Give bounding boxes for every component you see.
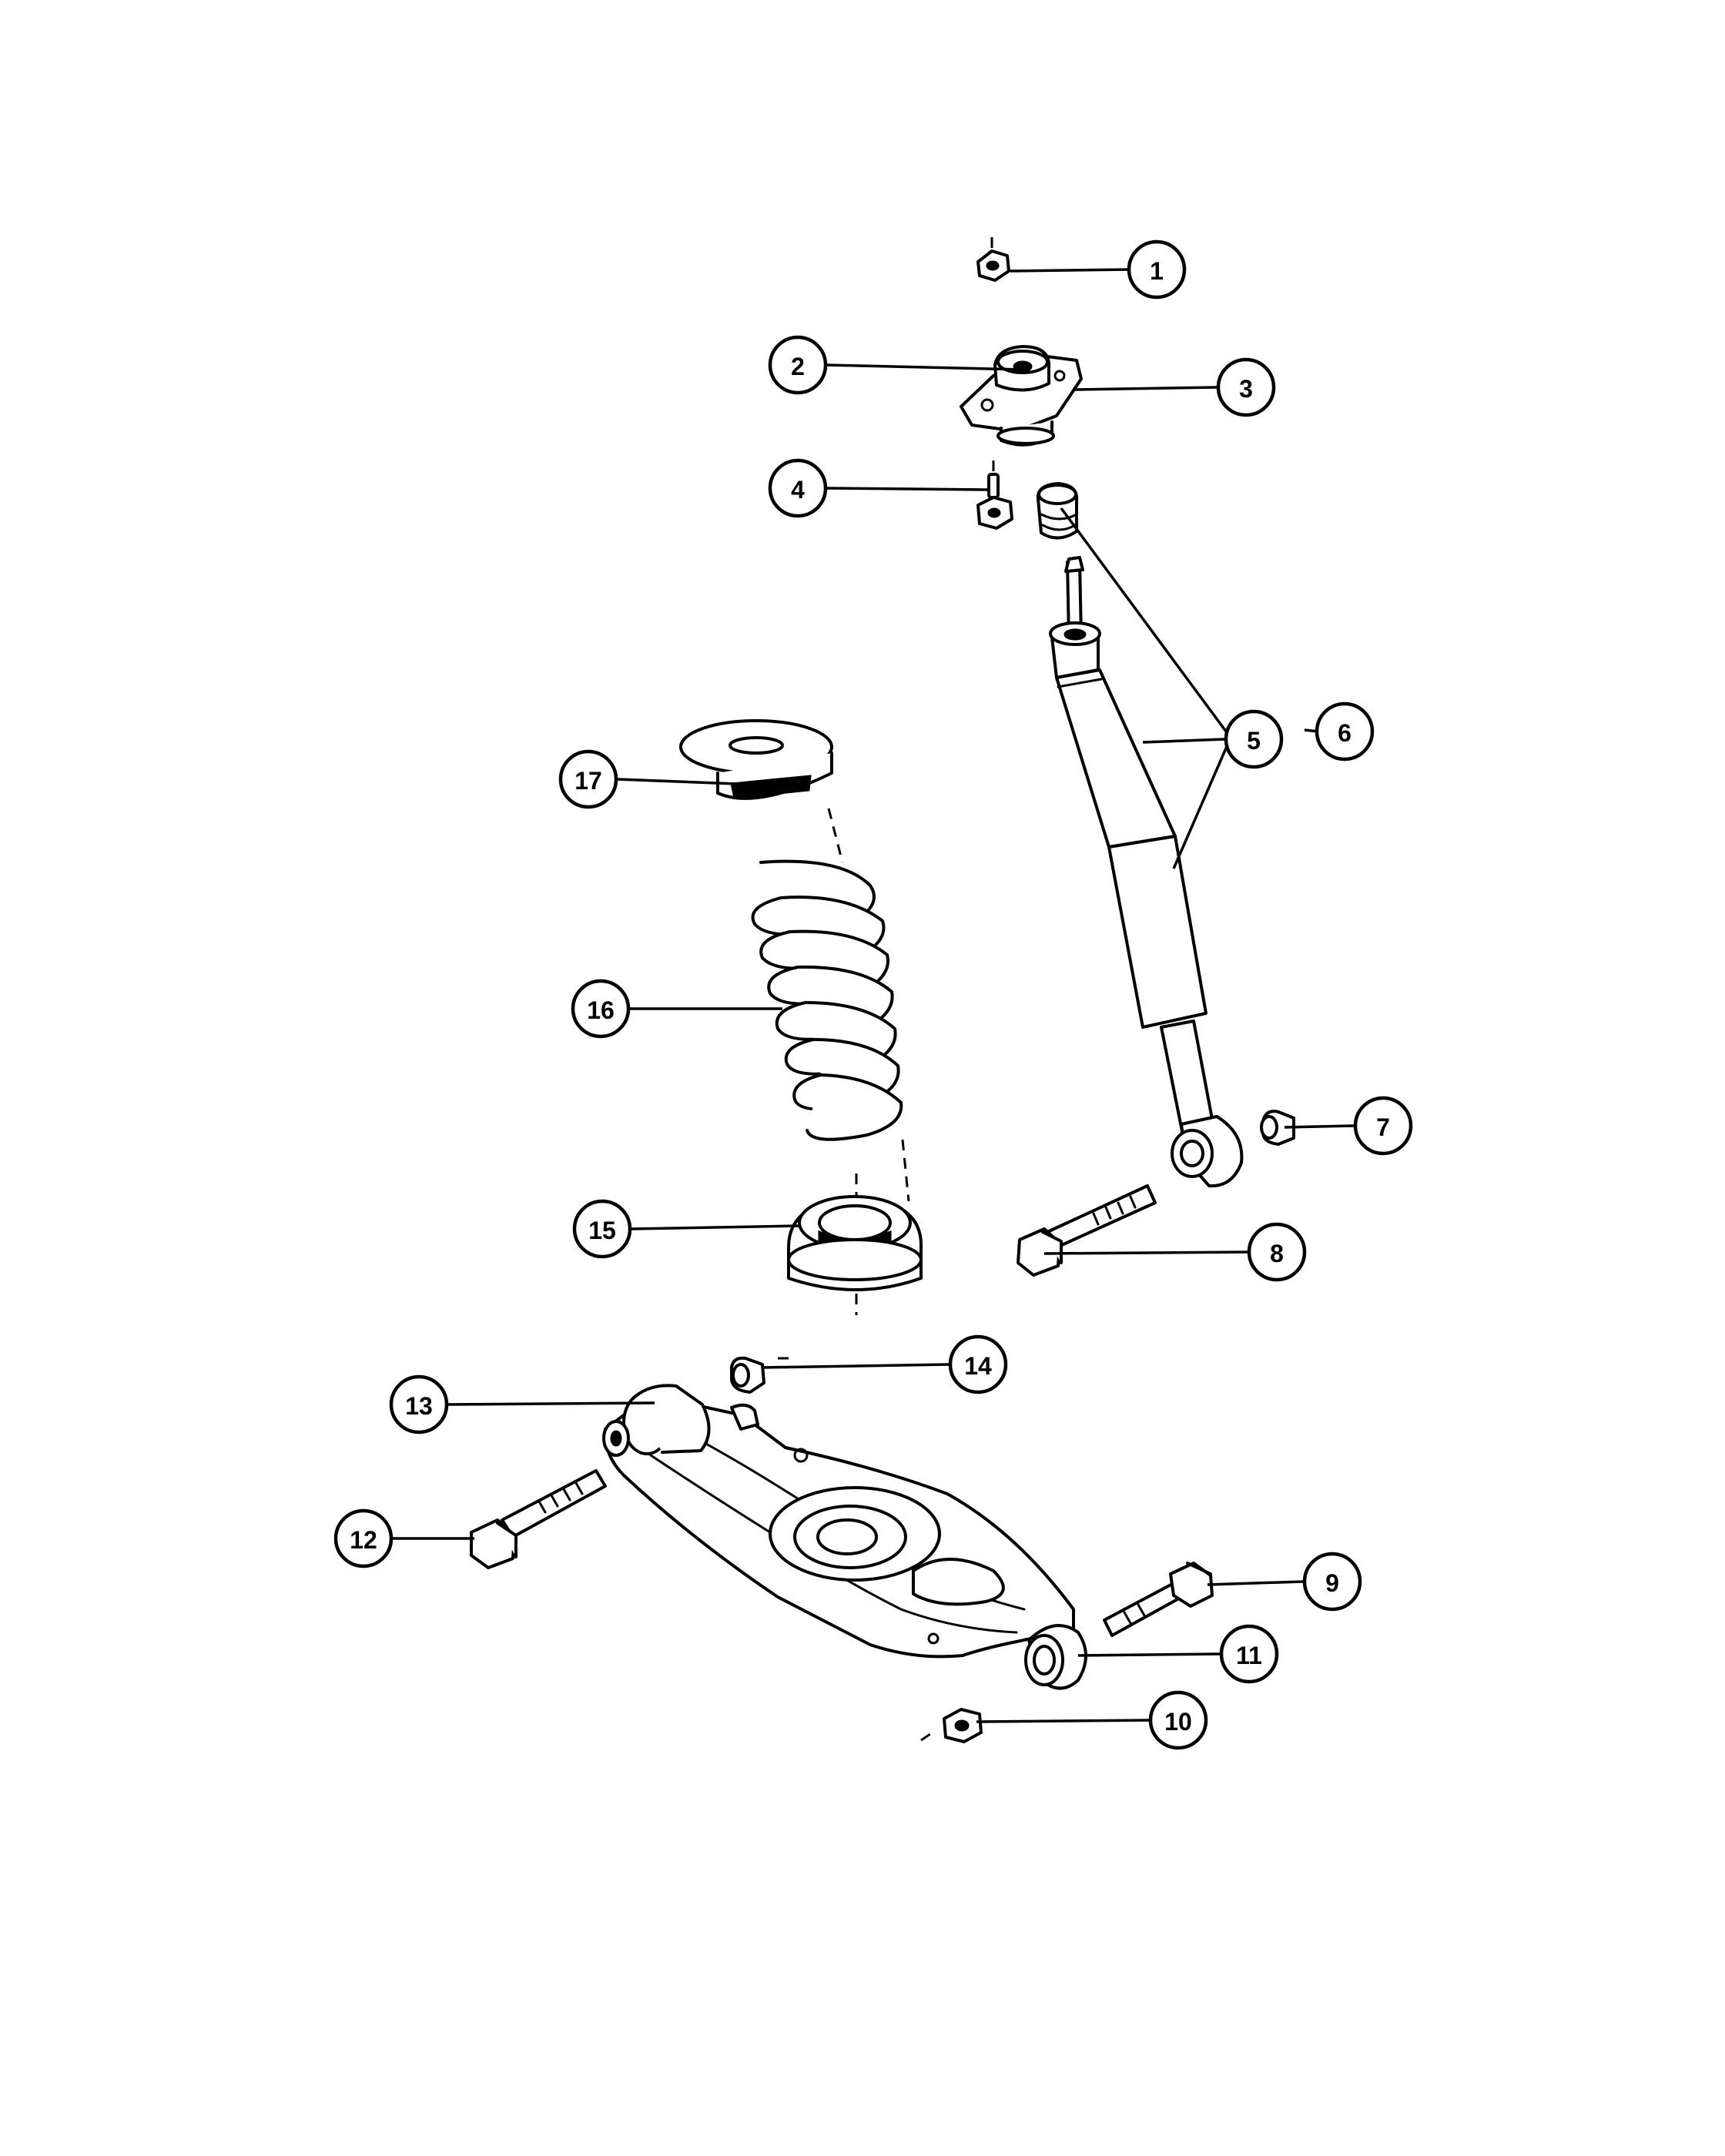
callout-13: 13: [389, 1374, 449, 1435]
svg-text:12: 12: [350, 1526, 377, 1554]
callout-11: 11: [1219, 1624, 1279, 1684]
part-12-front-bolt: [470, 1469, 607, 1569]
part-6-shock-absorber: [1049, 556, 1244, 1188]
callout-3: 3: [1216, 357, 1276, 417]
callout-10: 10: [1148, 1690, 1208, 1750]
callout-9: 9: [1302, 1552, 1362, 1612]
callout-1: 1: [1127, 239, 1187, 300]
callout-4: 4: [768, 458, 828, 518]
part-3-upper-mount: [960, 354, 1083, 447]
callout-17: 17: [558, 749, 618, 809]
callout-16: 16: [571, 979, 631, 1039]
svg-text:13: 13: [405, 1392, 433, 1420]
svg-text:14: 14: [964, 1352, 992, 1380]
part-8-lower-shock-bolt: [1017, 1184, 1157, 1277]
part-1-nut: [976, 237, 1010, 282]
svg-text:7: 7: [1376, 1113, 1390, 1141]
callout-8: 8: [1247, 1222, 1307, 1282]
part-15-lower-spring-isolator: [787, 1173, 923, 1315]
part-10-nut: [920, 1708, 983, 1743]
svg-text:17: 17: [574, 767, 602, 795]
callout-2: 2: [768, 335, 828, 395]
part-5-jounce-bumper: [1036, 482, 1079, 540]
svg-text:2: 2: [791, 353, 805, 380]
svg-text:8: 8: [1270, 1240, 1284, 1267]
part-16-coil-spring: [751, 859, 910, 1202]
svg-text:6: 6: [1338, 719, 1352, 747]
callout-14: 14: [948, 1334, 1008, 1394]
svg-text:11: 11: [1236, 1642, 1262, 1669]
part-9-rear-bolt: [1103, 1562, 1214, 1637]
callout-12: 12: [333, 1508, 394, 1568]
callout-6: 6: [1315, 701, 1375, 762]
callout-5: 5: [1224, 709, 1284, 769]
part-11-rear-bushing: [1024, 1624, 1087, 1690]
svg-text:10: 10: [1164, 1708, 1192, 1736]
svg-text:16: 16: [587, 996, 615, 1024]
callout-15: 15: [572, 1199, 632, 1259]
part-4-stud-nut: [976, 460, 1013, 530]
svg-text:1: 1: [1150, 257, 1164, 285]
svg-text:15: 15: [588, 1217, 616, 1244]
svg-text:3: 3: [1239, 375, 1253, 403]
callout-7: 7: [1353, 1096, 1413, 1156]
svg-text:4: 4: [791, 476, 805, 504]
part-17-upper-spring-isolator: [679, 719, 844, 863]
svg-text:5: 5: [1247, 727, 1261, 755]
leader-lines: [393, 268, 1356, 1723]
part-7-lower-shock-nut: [1260, 1110, 1295, 1146]
part-14-nut: [730, 1356, 789, 1394]
svg-text:9: 9: [1325, 1569, 1339, 1597]
part-13-lower-control-arm: [602, 1384, 1075, 1659]
